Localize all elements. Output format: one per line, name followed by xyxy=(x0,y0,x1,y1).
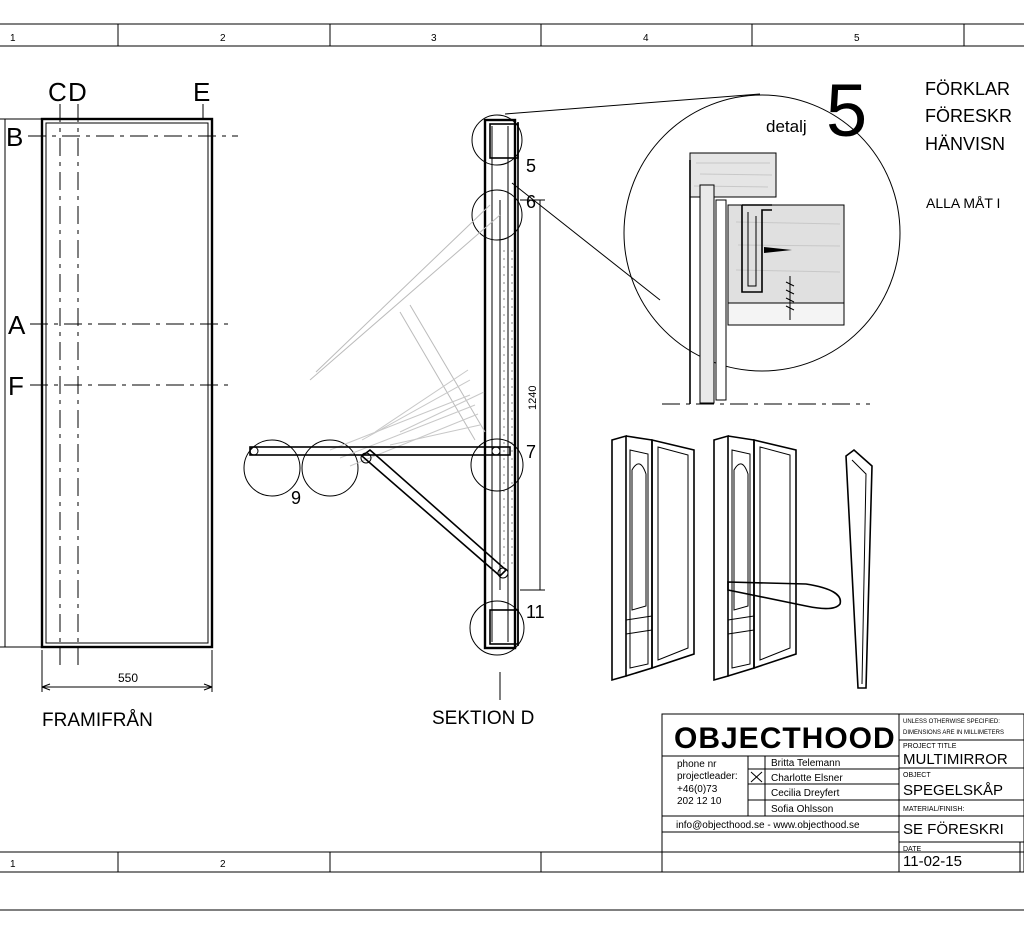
detail-ref-6: 6 xyxy=(526,192,536,212)
zone-label-bottom-2: 2 xyxy=(220,859,226,870)
zone-label-top-3: 3 xyxy=(431,33,437,44)
team-member-3: Cecilia Dreyfert xyxy=(771,788,840,799)
contact-leader-label: projectleader: xyxy=(677,771,738,782)
iso-cabinet-closed xyxy=(611,434,695,682)
detail-ref-11: 11 xyxy=(526,602,545,622)
phone-line-1: +46(0)73 xyxy=(677,784,718,795)
contact-phone-label: phone nr xyxy=(677,759,717,770)
height-dimension-label: 1240 xyxy=(527,386,539,410)
notes-line-3: HÄNVISN xyxy=(925,134,1005,154)
notes-line-4: ALLA MÅT I xyxy=(926,195,1000,211)
title-block xyxy=(661,713,1024,873)
detail-ref-9: 9 xyxy=(291,488,301,508)
axis-label-c: C xyxy=(48,77,67,107)
zone-label-top-2: 2 xyxy=(220,33,226,44)
date-label: DATE xyxy=(903,846,921,853)
object-value: SPEGELSKÅP xyxy=(903,782,1003,799)
notes-line-2: FÖRESKR xyxy=(925,106,1012,126)
axis-label-e: E xyxy=(193,77,210,107)
axis-label-b: B xyxy=(6,122,23,152)
project-title-value: MULTIMIRROR xyxy=(903,751,1008,768)
zone-label-top-1: 1 xyxy=(10,33,16,44)
iso-cabinet-table-out xyxy=(713,434,842,682)
material-value: SE FÖRESKRI xyxy=(903,820,1004,838)
width-dimension-label: 550 xyxy=(118,671,138,685)
detail-5-bubble xyxy=(623,94,901,405)
email-web-line: info@objecthood.se - www.objecthood.se xyxy=(676,820,860,831)
object-label: OBJECT xyxy=(903,772,931,779)
sheet-border xyxy=(0,23,1024,911)
zone-label-top-5: 5 xyxy=(854,33,860,44)
detail-word: detalj xyxy=(766,117,807,136)
axis-label-d: D xyxy=(68,77,87,107)
date-value: 11-02-15 xyxy=(903,853,962,870)
phone-line-2: 202 12 10 xyxy=(677,796,722,807)
team-member-2: Charlotte Elsner xyxy=(771,773,843,784)
section-view-caption: SEKTION D xyxy=(432,708,534,729)
axis-label-f: F xyxy=(8,371,24,401)
front-view-caption: FRAMIFRÅN xyxy=(42,710,153,731)
detail-ref-7: 7 xyxy=(526,442,536,462)
zone-label-top-4: 4 xyxy=(643,33,649,44)
zone-label-bottom-1: 1 xyxy=(10,859,16,870)
axis-label-a: A xyxy=(8,310,26,340)
detail-ref-5: 5 xyxy=(526,156,536,176)
detail-number: 5 xyxy=(826,69,867,152)
notes-line-1: FÖRKLAR xyxy=(925,79,1010,99)
project-title-label: PROJECT TITLE xyxy=(903,743,957,750)
material-label: MATERIAL/FINISH: xyxy=(903,806,964,813)
team-member-4: Sofia Ohlsson xyxy=(771,804,833,815)
company-logo-text: OBJECTHOOD xyxy=(674,722,896,755)
team-member-1: Britta Telemann xyxy=(771,758,840,769)
front-view xyxy=(0,104,238,692)
iso-mirror-panel xyxy=(845,448,873,689)
unless-specified-line-1: UNLESS OTHERWISE SPECIFIED: xyxy=(903,719,1000,725)
unless-specified-line-2: DIMENSIONS ARE IN MILLIMETERS xyxy=(903,730,1004,736)
section-view xyxy=(243,93,761,700)
